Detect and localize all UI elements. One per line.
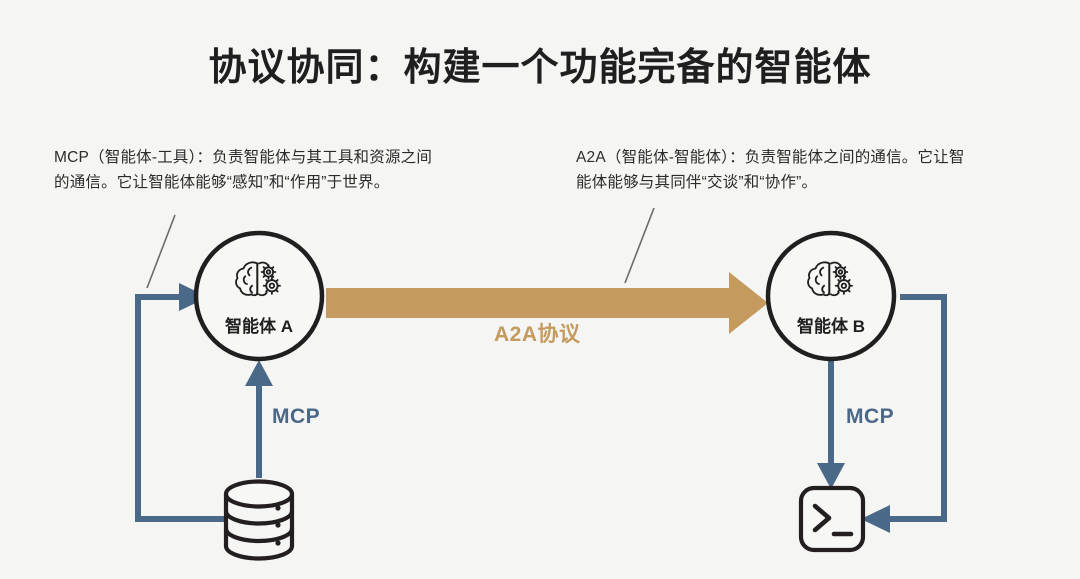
edge-a2a-arrow <box>326 272 768 334</box>
node-label-agent-a: 智能体 A <box>225 317 293 336</box>
annotation-mcp: MCP（智能体-工具）：负责智能体与其工具和资源之间的通信。它让智能体能够“感知… <box>54 149 433 192</box>
leader-line-mcp <box>146 214 176 289</box>
brain-gears-icon <box>235 261 281 297</box>
edge-mcp-left-arrow <box>245 360 273 478</box>
page-title: 协议协同：构建一个功能完备的智能体 <box>208 47 872 89</box>
leader-line-a2a <box>624 207 655 284</box>
terminal-icon <box>798 485 866 553</box>
edge-mcp-left-loop <box>135 283 228 522</box>
database-icon <box>223 479 295 561</box>
node-agent-b[interactable] <box>765 230 897 362</box>
node-agent-a[interactable] <box>193 230 325 362</box>
node-database[interactable] <box>223 479 295 561</box>
node-terminal[interactable] <box>798 485 866 553</box>
edge-mcp-right-loop <box>861 294 947 533</box>
node-label-agent-b: 智能体 B <box>797 317 865 336</box>
edge-label-a2a: A2A协议 <box>494 323 581 346</box>
annotation-a2a: A2A（智能体-智能体）：负责智能体之间的通信。它让智能体能够与其同伴“交谈”和… <box>576 149 965 192</box>
brain-gears-icon <box>807 261 853 297</box>
edge-label-mcp-right: MCP <box>846 405 895 428</box>
edge-mcp-right-arrow <box>817 358 845 489</box>
edge-label-mcp-left: MCP <box>272 405 321 428</box>
